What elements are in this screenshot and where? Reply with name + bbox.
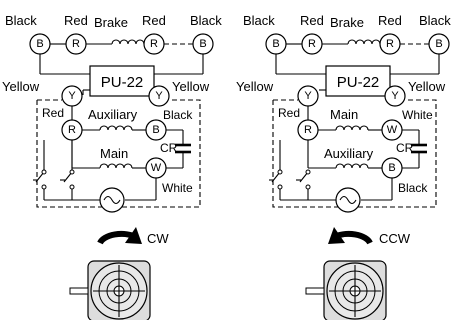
svg-text:R: R [304, 124, 312, 136]
right-pu22-box [325, 65, 391, 97]
right-label-main: Main [330, 107, 358, 122]
svg-text:R: R [386, 38, 394, 50]
right-diagram: Black Red Brake Red Black PU-22 Yellow Y… [236, 13, 451, 320]
right-label-white: White [402, 108, 433, 122]
svg-text:Y: Y [391, 90, 399, 102]
left-label-cr: CR [160, 141, 178, 155]
right-node-b2: B [428, 33, 450, 55]
left-node-r3: R [61, 119, 83, 141]
left-label-black-1: Black [5, 13, 37, 28]
right-node-w: W [381, 119, 403, 141]
right-label-red-3: Red [278, 106, 300, 120]
right-label-direction: CCW [379, 231, 411, 246]
left-node-w: W [145, 157, 167, 179]
right-node-y1: Y [297, 85, 319, 107]
svg-text:W: W [151, 162, 162, 174]
svg-text:B: B [36, 38, 43, 50]
right-aux-coil [335, 163, 369, 169]
left-aux-coil [99, 125, 133, 131]
svg-text:W: W [387, 124, 398, 136]
left-pu22-box [89, 65, 155, 97]
right-node-r2: R [379, 33, 401, 55]
right-label-black-1: Black [243, 13, 275, 28]
left-label-black-3: Black [163, 108, 193, 122]
left-node-b2: B [192, 33, 214, 55]
right-label-black-3: Black [398, 181, 428, 195]
svg-text:Y: Y [68, 90, 76, 102]
left-label-black-2: Black [190, 13, 222, 28]
left-node-y2: Y [148, 85, 170, 107]
right-pu22-label: PU-22 [337, 74, 380, 91]
right-motor-icon [305, 260, 387, 320]
left-motor-icon [69, 260, 151, 320]
right-node-r1: R [301, 33, 323, 55]
svg-text:B: B [435, 38, 442, 50]
left-label-direction: CW [147, 231, 169, 246]
svg-text:B: B [199, 38, 206, 50]
right-brake-coil [347, 39, 381, 45]
left-diagram: Black Red Brake Red Black PU-22 Yellow Y… [2, 13, 222, 320]
svg-text:Y: Y [304, 90, 312, 102]
right-node-r3: R [297, 119, 319, 141]
right-label-yellow-2: Yellow [408, 79, 446, 94]
left-label-red-1: Red [64, 13, 88, 28]
right-label-auxiliary: Auxiliary [324, 146, 374, 161]
right-label-yellow-1: Yellow [236, 79, 274, 94]
right-label-brake: Brake [330, 15, 364, 30]
left-label-main: Main [100, 146, 128, 161]
right-label-red-1: Red [300, 13, 324, 28]
svg-text:B: B [272, 38, 279, 50]
left-main-coil [99, 163, 133, 169]
right-node-b1: B [265, 33, 287, 55]
left-label-yellow-2: Yellow [172, 79, 210, 94]
svg-text:B: B [152, 124, 159, 136]
left-label-red-3: Red [42, 106, 64, 120]
left-node-r1: R [65, 33, 87, 55]
left-pu22-label: PU-22 [101, 74, 144, 91]
right-ac-wave-icon [339, 195, 357, 205]
svg-text:Y: Y [155, 90, 163, 102]
left-ac-wave-icon [103, 195, 121, 205]
svg-text:R: R [308, 38, 316, 50]
svg-text:R: R [72, 38, 80, 50]
svg-text:R: R [68, 124, 76, 136]
left-label-yellow-1: Yellow [2, 79, 40, 94]
right-label-red-2: Red [378, 13, 402, 28]
left-node-r2: R [143, 33, 165, 55]
right-main-coil [335, 125, 369, 131]
svg-text:R: R [150, 38, 158, 50]
left-node-b1: B [29, 33, 51, 55]
left-label-red-2: Red [142, 13, 166, 28]
left-brake-coil [111, 39, 145, 45]
right-node-b3: B [381, 157, 403, 179]
right-label-black-2: Black [419, 13, 451, 28]
left-node-y1: Y [61, 85, 83, 107]
left-label-white: White [162, 181, 193, 195]
left-label-auxiliary: Auxiliary [88, 107, 138, 122]
right-label-cr: CR [396, 141, 414, 155]
svg-text:B: B [388, 162, 395, 174]
right-node-y2: Y [384, 85, 406, 107]
left-node-b3: B [145, 119, 167, 141]
right-switch-contacts [269, 140, 311, 200]
left-switch-contacts [33, 140, 75, 200]
left-label-brake: Brake [94, 15, 128, 30]
